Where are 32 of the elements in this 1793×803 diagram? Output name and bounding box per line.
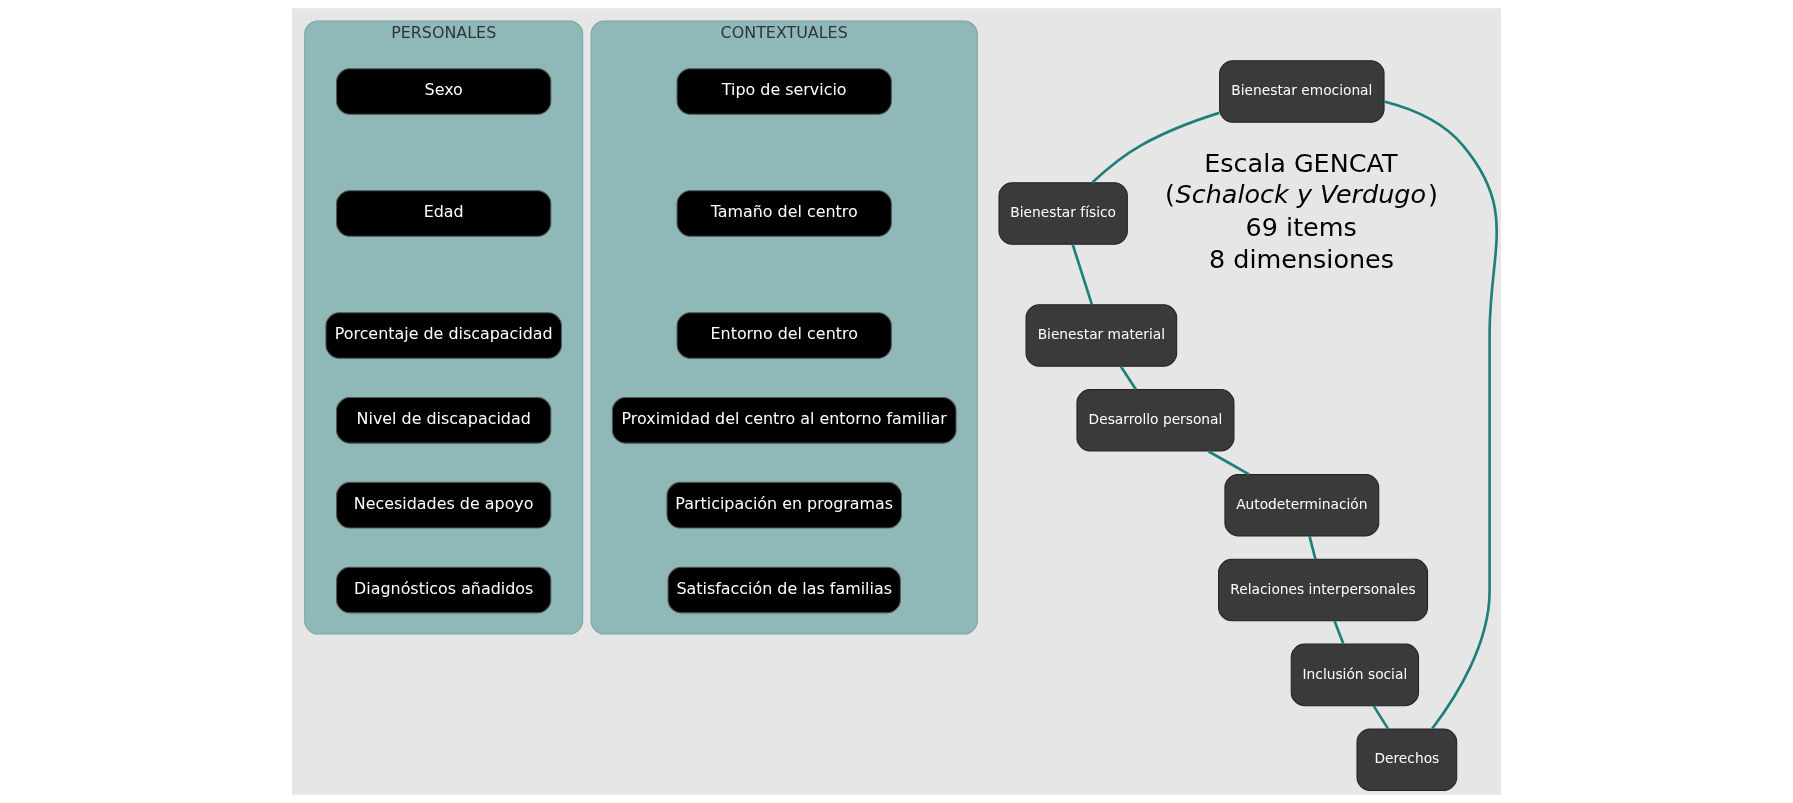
connector bbox=[1119, 365, 1138, 391]
node-box: Bienestar material bbox=[1025, 304, 1178, 367]
label: (Schalock y Verdugo) bbox=[1165, 179, 1439, 210]
node-box: Satisfacción de las familias bbox=[667, 566, 901, 614]
node-box: Porcentaje de discapacidad bbox=[325, 312, 562, 359]
node-box: Bienestar físico bbox=[998, 182, 1128, 245]
node-box: Tipo de servicio bbox=[676, 68, 892, 115]
label: 8 dimensiones bbox=[1209, 243, 1394, 274]
connector bbox=[1333, 620, 1345, 645]
node-box: Sexo bbox=[336, 68, 552, 115]
connector bbox=[1308, 535, 1317, 560]
node-box: Necesidades de apoyo bbox=[336, 481, 552, 529]
node-box: Desarrollo personal bbox=[1076, 389, 1235, 452]
node-box: Proximidad del centro al entorno familiar bbox=[611, 397, 957, 444]
node-box: Diagnósticos añadidos bbox=[336, 566, 552, 614]
label: 69 items bbox=[1245, 211, 1357, 242]
node-box: Participación en programas bbox=[666, 481, 902, 529]
connector bbox=[1383, 100, 1498, 730]
label: Escala GENCAT bbox=[1204, 148, 1398, 179]
connector bbox=[1372, 705, 1390, 730]
connector bbox=[1091, 111, 1220, 184]
node-box: Nivel de discapacidad bbox=[336, 397, 552, 444]
node-box: Bienestar emocional bbox=[1219, 60, 1385, 123]
node-box: Tamaño del centro bbox=[676, 190, 892, 237]
node-box: Autodeterminación bbox=[1224, 473, 1380, 537]
connector bbox=[1207, 450, 1250, 476]
node-box: Derechos bbox=[1356, 728, 1458, 792]
node-box: Entorno del centro bbox=[676, 312, 892, 359]
connector bbox=[1071, 244, 1094, 305]
node-box: Relaciones interpersonales bbox=[1218, 558, 1429, 622]
node-box: Inclusión social bbox=[1290, 643, 1420, 707]
node-box: Edad bbox=[336, 190, 552, 237]
